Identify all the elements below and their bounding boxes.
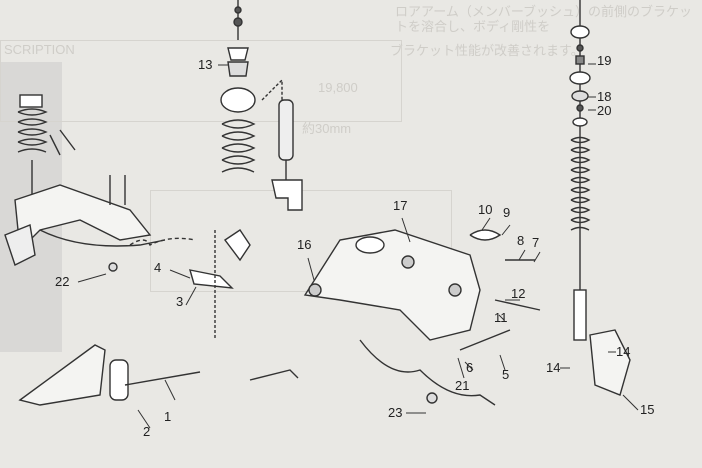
leader-lines xyxy=(77,63,639,429)
callout-6: 6 xyxy=(466,360,474,375)
callout-4: 4 xyxy=(154,260,162,275)
callout-5: 5 xyxy=(502,367,510,382)
rear-subframe xyxy=(303,229,541,406)
front-strut-top-stack xyxy=(220,0,303,211)
front-lower-arms xyxy=(18,229,299,406)
front-strut-assembly xyxy=(17,94,48,205)
front-subframe xyxy=(4,129,166,266)
faded-table-top xyxy=(0,40,402,122)
bleed-text: 19,800 xyxy=(318,80,358,95)
callout-23: 23 xyxy=(388,405,403,420)
callout-10: 10 xyxy=(478,202,493,217)
rear-strut-assembly xyxy=(569,0,631,396)
callout-17: 17 xyxy=(393,198,408,213)
callout-2: 2 xyxy=(143,424,151,439)
callout-16: 16 xyxy=(297,237,312,252)
callout-18: 18 xyxy=(597,89,612,104)
callout-11: 11 xyxy=(494,310,508,325)
callout-8: 8 xyxy=(517,233,525,248)
callout-20: 20 xyxy=(597,103,612,118)
callout-3: 3 xyxy=(176,294,184,309)
callout-7: 7 xyxy=(532,235,540,250)
bushing-23 xyxy=(426,392,438,404)
callout-14: 14 xyxy=(616,344,631,359)
bleed-text: ブラケット性能が改善されます。 xyxy=(390,43,584,58)
bleed-text: SCRIPTION xyxy=(4,42,75,57)
callout-12: 12 xyxy=(511,286,526,301)
bleed-text: 約30mm xyxy=(302,121,352,136)
callout-21: 21 xyxy=(455,378,470,393)
callout-1: 1 xyxy=(164,409,172,424)
callout-22: 22 xyxy=(55,274,70,289)
callout-13: 13 xyxy=(198,57,213,72)
callout-9: 9 xyxy=(503,205,511,220)
callout-19: 19 xyxy=(597,53,612,68)
bushing-22 xyxy=(108,262,118,272)
callout-14-b: 14 xyxy=(546,360,561,375)
bleed-text: ロアアーム（メンバーブッシュ）の前側のブラケットを溶合し、ボディ剛性を xyxy=(395,4,693,34)
callout-15: 15 xyxy=(640,402,655,417)
